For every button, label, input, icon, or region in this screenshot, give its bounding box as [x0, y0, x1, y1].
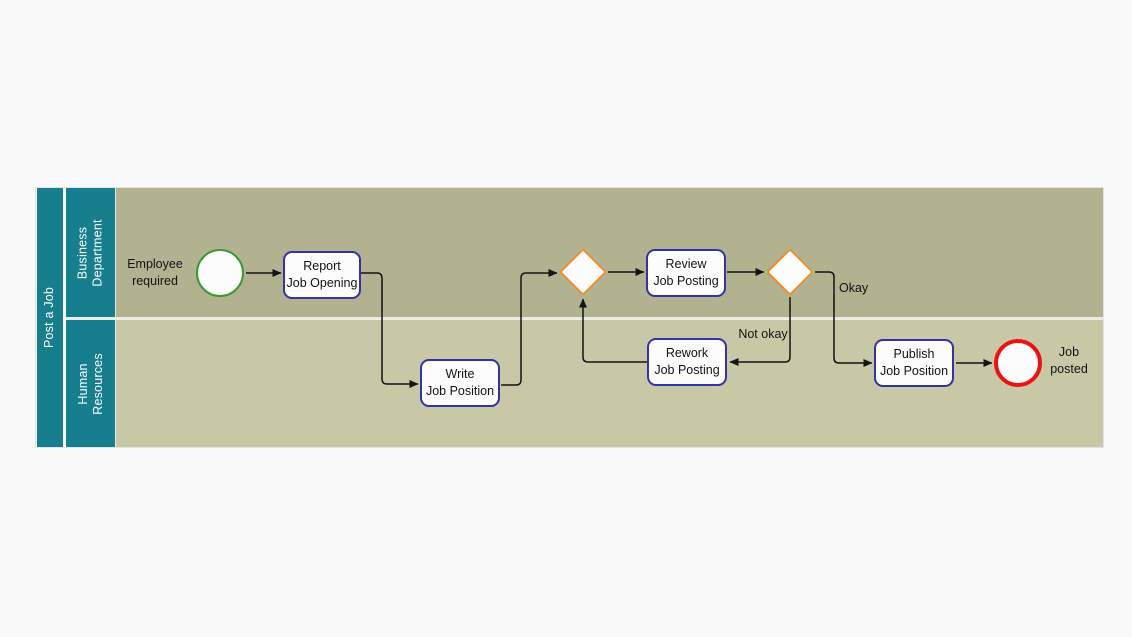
end-event[interactable] — [994, 339, 1042, 387]
task-label: Job Position — [879, 364, 949, 378]
task-label: Report — [303, 259, 341, 273]
pool-title-bar[interactable]: Post a Job — [37, 188, 63, 447]
task-publish-job-position[interactable]: Publish Job Position — [874, 339, 954, 387]
task-label: Job Opening — [286, 276, 358, 290]
edge-gateway2-notokay-to-rework[interactable] — [729, 297, 791, 366]
task-report-job-opening[interactable]: Report Job Opening — [283, 251, 361, 299]
lane-business-department[interactable] — [116, 188, 1103, 317]
task-rework-job-posting[interactable]: Rework Job Posting — [647, 338, 727, 386]
edge-write-to-gateway1[interactable] — [501, 269, 558, 386]
task-label: Job Position — [425, 384, 495, 398]
lane-label-business-department[interactable]: Business Department — [66, 188, 116, 317]
lane-label-human-resources[interactable]: Human Resources — [66, 320, 116, 447]
end-event-label: Job posted — [1050, 345, 1088, 376]
edge-label-okay: Okay — [839, 281, 869, 295]
pool-outline — [35, 187, 1104, 448]
task-label: Review — [665, 257, 707, 271]
task-label: Job Posting — [654, 363, 720, 377]
edge-rework-to-gateway1[interactable] — [579, 298, 647, 363]
task-label: Publish — [893, 347, 935, 361]
lane-divider — [66, 317, 1103, 320]
task-write-job-position[interactable]: Write Job Position — [420, 359, 500, 407]
start-event[interactable] — [196, 249, 244, 297]
task-label: Rework — [665, 346, 709, 360]
task-label: Write — [445, 367, 475, 381]
task-review-job-posting[interactable]: Review Job Posting — [646, 249, 726, 297]
start-event-label: Employee required — [127, 257, 183, 288]
task-label: Job Posting — [653, 274, 719, 288]
edge-label-not-okay: Not okay — [738, 327, 788, 341]
edge-report-to-write[interactable] — [361, 272, 419, 388]
edge-gateway2-okay-to-publish[interactable] — [815, 271, 873, 367]
